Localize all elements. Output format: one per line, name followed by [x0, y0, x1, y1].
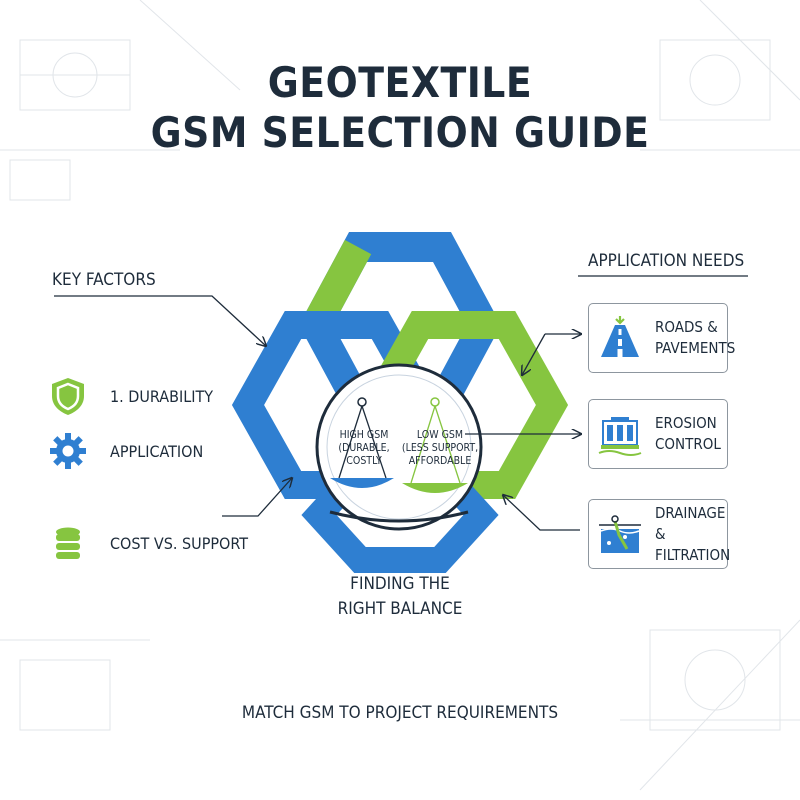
- need-roads-line-2: PAVEMENTS: [655, 339, 736, 357]
- high-gsm-line-3: COSTLY: [346, 455, 382, 467]
- high-gsm-line-1: HIGH GSM: [339, 429, 389, 441]
- factor-application: APPLICATION: [48, 431, 203, 471]
- connector-arrows: [54, 275, 748, 531]
- need-erosion-line-2: CONTROL: [655, 435, 721, 453]
- arrow-roads-diag: [522, 333, 546, 375]
- title-line-2: GSM SELECTION GUIDE: [150, 108, 650, 157]
- need-card-drainage: DRAINAGE & FILTRATION: [588, 499, 730, 569]
- gear-icon: [50, 433, 86, 469]
- footer-tagline: MATCH GSM TO PROJECT REQUIREMENTS: [241, 703, 559, 723]
- low-gsm-pan: [402, 483, 468, 493]
- low-gsm-line-3: AFFORDABLE: [408, 455, 472, 467]
- need-card-roads: ROADS & PAVEMENTS: [588, 303, 735, 373]
- road-icon: [601, 316, 639, 357]
- high-gsm-label: HIGH GSM (DURABLE, COSTLY: [326, 429, 402, 468]
- balance-caption-line-1: FINDING THE: [350, 574, 450, 594]
- drainage-pipe-icon: [599, 515, 641, 553]
- key-factors-heading: KEY FACTORS: [52, 270, 156, 290]
- balance-caption-line-2: RIGHT BALANCE: [337, 599, 463, 619]
- factor-durability-label: 1. DURABILITY: [110, 386, 214, 406]
- low-gsm-line-1: LOW GSM: [416, 429, 464, 441]
- balance-scale-icon: [315, 363, 483, 531]
- low-gsm-line-2: (LESS SUPPORT,: [401, 442, 479, 454]
- need-card-erosion: EROSION CONTROL: [588, 399, 728, 469]
- need-drainage-label: DRAINAGE & FILTRATION: [655, 503, 730, 566]
- need-drainage-line-1: DRAINAGE &: [655, 503, 726, 543]
- need-drainage-line-2: FILTRATION: [655, 545, 731, 564]
- high-gsm-line-2: (DURABLE,: [338, 442, 390, 454]
- need-roads-label: ROADS & PAVEMENTS: [655, 317, 735, 359]
- title-line-1: GEOTEXTILE: [267, 58, 533, 107]
- factor-application-label: APPLICATION: [110, 441, 204, 461]
- high-gsm-pan: [330, 478, 394, 488]
- arrow-key-factors: [54, 295, 266, 346]
- arrow-drainage: [503, 495, 580, 531]
- factor-cost: COST VS. SUPPORT: [48, 523, 248, 563]
- application-needs-heading: APPLICATION NEEDS: [588, 251, 745, 271]
- factor-cost-label: COST VS. SUPPORT: [110, 533, 248, 553]
- erosion-wall-icon: [598, 417, 642, 456]
- coin-stack-icon: [56, 527, 80, 559]
- need-erosion-line-1: EROSION: [655, 414, 717, 432]
- factor-durability: 1. DURABILITY: [48, 376, 213, 416]
- need-roads-line-1: ROADS &: [655, 318, 718, 336]
- arrow-cost: [222, 478, 292, 517]
- low-gsm-label: LOW GSM (LESS SUPPORT, AFFORDABLE: [400, 429, 480, 468]
- shield-icon: [52, 378, 84, 415]
- need-erosion-label: EROSION CONTROL: [655, 413, 721, 455]
